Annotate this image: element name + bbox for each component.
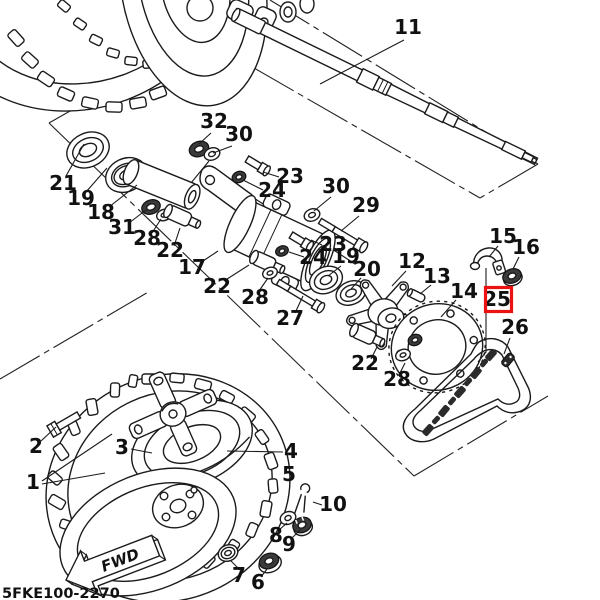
part-6-flange-nut xyxy=(258,552,282,574)
callout-2[interactable]: 2 xyxy=(29,434,43,458)
callout-23-a[interactable]: 23 xyxy=(276,164,304,188)
callout-8[interactable]: 8 xyxy=(269,523,283,547)
part-26-drive-chain xyxy=(402,337,532,443)
callout-27[interactable]: 27 xyxy=(276,306,304,330)
callout-10[interactable]: 10 xyxy=(319,492,347,516)
callout-7[interactable]: 7 xyxy=(232,563,246,587)
part-30-washer-a xyxy=(203,147,221,161)
part-31-nut xyxy=(141,199,161,215)
part-28-washer-b xyxy=(262,266,278,280)
part-19-bearing-b xyxy=(308,265,344,295)
part-15-bracket xyxy=(469,247,507,276)
callout-3[interactable]: 3 xyxy=(115,435,129,459)
part-20-seal xyxy=(335,280,367,306)
callout-28-c[interactable]: 28 xyxy=(383,367,411,391)
callout-numbers: 11 32 30 23 24 21 19 18 31 28 22 17 22 2… xyxy=(26,15,540,594)
part-13-dowel-pin xyxy=(406,288,426,303)
part-1-hub-cross xyxy=(128,371,218,457)
callout-22-b[interactable]: 22 xyxy=(203,274,231,298)
part-21-oil-seal xyxy=(66,131,110,169)
callout-6[interactable]: 6 xyxy=(251,570,265,594)
callout-4[interactable]: 4 xyxy=(284,439,298,463)
diagram-code: 5FKE100-2270 xyxy=(2,586,120,600)
chain-link-run xyxy=(422,349,497,436)
part-16-nut xyxy=(502,268,523,287)
callout-14[interactable]: 14 xyxy=(450,279,478,303)
callout-29[interactable]: 29 xyxy=(352,193,380,217)
callout-28-b[interactable]: 28 xyxy=(241,285,269,309)
callout-13[interactable]: 13 xyxy=(423,264,451,288)
callout-1[interactable]: 1 xyxy=(26,470,40,494)
fwd-direction-arrow: FWD xyxy=(65,534,167,598)
part-8-washer xyxy=(279,510,297,526)
part-29-bolt xyxy=(317,217,369,254)
part-28-washer-c xyxy=(395,348,411,362)
callout-32[interactable]: 32 xyxy=(200,109,228,133)
front-tire-tread-blocks xyxy=(7,0,173,113)
callout-12[interactable]: 12 xyxy=(398,249,426,273)
callout-30-a[interactable]: 30 xyxy=(225,122,253,146)
part-24-nut-b xyxy=(275,245,289,257)
callout-9[interactable]: 9 xyxy=(282,532,296,556)
part-22-stud-c xyxy=(349,322,386,348)
callout-20[interactable]: 20 xyxy=(353,257,381,281)
part-25-joint-clip xyxy=(501,352,515,368)
part-24-nut-a xyxy=(231,170,247,184)
part-30-washer-b xyxy=(303,208,321,222)
part-27-bolt xyxy=(275,278,326,314)
callout-17[interactable]: 17 xyxy=(178,255,206,279)
part-18-spacer-collar xyxy=(122,159,201,210)
part-23-bolt-a xyxy=(244,155,271,177)
callout-23-b[interactable]: 23 xyxy=(319,232,347,256)
callout-21[interactable]: 21 xyxy=(49,171,77,195)
callout-22-c[interactable]: 22 xyxy=(351,351,379,375)
callout-24-b[interactable]: 24 xyxy=(299,245,327,269)
callout-19-b[interactable]: 19 xyxy=(332,244,360,268)
part-10-cotter-pin xyxy=(294,483,311,514)
callout-22-a[interactable]: 22 xyxy=(156,238,184,262)
callout-24-a[interactable]: 24 xyxy=(258,178,286,202)
callout-28-a[interactable]: 28 xyxy=(133,226,161,250)
part-17-bearing-housing xyxy=(199,165,336,293)
callout-11[interactable]: 11 xyxy=(394,15,422,39)
callout-26[interactable]: 26 xyxy=(501,315,529,339)
part-11-axle-shaft xyxy=(230,7,539,166)
callout-25-highlighted[interactable]: 25 xyxy=(483,287,511,311)
callout-30-b[interactable]: 30 xyxy=(322,174,350,198)
part-7-washer xyxy=(217,543,239,563)
part-5-stud xyxy=(190,486,198,494)
part-14-sprocket xyxy=(388,300,486,394)
callout-15[interactable]: 15 xyxy=(489,224,517,248)
part-12-sprocket-hub xyxy=(345,279,419,351)
part-nut-small xyxy=(407,333,423,347)
part-9-castle-nut xyxy=(292,516,314,537)
callout-31[interactable]: 31 xyxy=(108,215,136,239)
part-32-nut xyxy=(188,140,210,158)
callout-19-a[interactable]: 19 xyxy=(67,186,95,210)
callout-5[interactable]: 5 xyxy=(282,462,296,486)
front-wheel-assembly xyxy=(0,0,268,113)
part-23-bolt-b xyxy=(288,231,315,252)
highlight-box-part-25 xyxy=(483,285,514,314)
callout-18[interactable]: 18 xyxy=(87,200,115,224)
callout-16[interactable]: 16 xyxy=(512,235,540,259)
part-22-stud-a xyxy=(163,203,202,230)
